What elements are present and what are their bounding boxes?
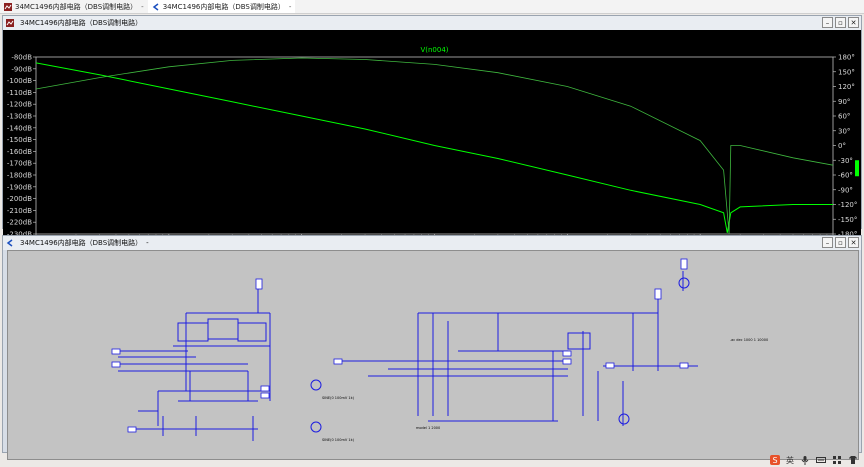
schematic-window-title: 34MC1496内部电路（DBS调制电路）: [20, 239, 143, 247]
shirt-icon[interactable]: [848, 455, 858, 465]
trace-label: V(n004): [420, 46, 448, 54]
close-button[interactable]: ✕: [848, 237, 859, 248]
source-label-1: SINE(0 100mV 1k): [322, 396, 355, 400]
y-right-tick-label: -120°: [838, 201, 857, 209]
sogou-icon[interactable]: S: [770, 455, 780, 465]
y-left-tick-label: -200dB: [7, 195, 32, 203]
schematic-window-close-tab[interactable]: -: [146, 239, 149, 247]
y-left-tick-label: -210dB: [7, 207, 32, 215]
y-left-tick-label: -160dB: [7, 148, 32, 156]
spice-directive[interactable]: .ac dec 1000 1 10000: [730, 338, 768, 342]
y-right-tick-label: 30°: [838, 127, 850, 135]
tab-label: 34MC1496内部电路（DBS调制电路）: [15, 2, 138, 11]
schematic-canvas[interactable]: .ac dec 1000 1 10000 SINE(0 100mV 1k) SI…: [7, 250, 859, 460]
y-right-tick-label: -30°: [838, 157, 853, 165]
y-left-tick-label: -80dB: [11, 54, 32, 62]
y-left-tick-label: -90dB: [11, 65, 32, 73]
document-tab-bar: 34MC1496内部电路（DBS调制电路） - 34MC1496内部电路（DBS…: [0, 0, 864, 14]
y-right-tick-label: -180°: [838, 231, 857, 239]
schematic-window: 34MC1496内部电路（DBS调制电路） - – ▫ ✕: [2, 235, 862, 460]
y-left-tick-label: -140dB: [7, 124, 32, 132]
y-left-tick-label: -220dB: [7, 219, 32, 227]
system-tray: S 英: [738, 453, 864, 467]
grid-icon[interactable]: [832, 455, 842, 465]
minimize-button[interactable]: –: [822, 237, 833, 248]
y-right-tick-label: 90°: [838, 98, 850, 106]
tab-close-button[interactable]: -: [141, 2, 144, 11]
minimize-button[interactable]: –: [822, 17, 833, 28]
y-right-tick-label: -90°: [838, 186, 853, 194]
y-left-tick-label: -170dB: [7, 160, 32, 168]
plot-window-icon: [6, 19, 14, 27]
maximize-button[interactable]: ▫: [835, 237, 846, 248]
y-right-tick-label: 0°: [838, 142, 846, 150]
y-right-tick-label: 150°: [838, 68, 855, 76]
bode-plot[interactable]: -80dB -90dB -100dB -110dB -120dB -130dB -140dB…: [3, 30, 861, 247]
tab-label: 34MC1496内部电路（DBS调制电路）: [162, 2, 285, 11]
ime-language-label[interactable]: 英: [786, 455, 794, 465]
y-left-tick-label: -190dB: [7, 183, 32, 191]
plot-window-titlebar: 34MC1496内部电路（DBS调制电路） – ▫ ✕: [3, 16, 861, 30]
phase-axis-marker: [855, 160, 859, 177]
plot-window: 34MC1496内部电路（DBS调制电路） – ▫ ✕ -80dB-90dB-1…: [2, 15, 862, 247]
magnitude-trace: [35, 62, 833, 233]
schematic-drawing[interactable]: .ac dec 1000 1 10000 SINE(0 100mV 1k) SI…: [8, 251, 858, 459]
y-left-tick-label: -120dB: [7, 101, 32, 109]
ltspice-schematic-icon: [152, 2, 160, 11]
y-left-tick-label: -100dB: [7, 77, 32, 85]
schematic-window-titlebar: 34MC1496内部电路（DBS调制电路） - – ▫ ✕: [3, 236, 861, 250]
y-right-tick-label: -60°: [838, 172, 853, 180]
plot-pane[interactable]: -80dB -90dB -100dB -110dB -120dB -130dB -140dB…: [3, 30, 861, 247]
close-button[interactable]: ✕: [848, 17, 859, 28]
phase-trace: [35, 57, 834, 235]
mic-icon[interactable]: [800, 455, 810, 465]
part-label: model 1 2000: [416, 426, 440, 430]
y-right-tick-label: 120°: [838, 83, 855, 91]
keyboard-icon[interactable]: [816, 455, 826, 465]
y-left-tick-label: -180dB: [7, 172, 32, 180]
ltspice-plot-icon: [4, 2, 12, 11]
tab-close-button[interactable]: -: [288, 2, 292, 11]
plot-window-title: 34MC1496内部电路（DBS调制电路）: [20, 19, 143, 27]
y-right-tick-label: 60°: [838, 113, 850, 121]
y-right-tick-label: -150°: [838, 216, 857, 224]
tab-document-1[interactable]: 34MC1496内部电路（DBS调制电路） -: [0, 0, 148, 13]
y-left-tick-label: -130dB: [7, 113, 32, 121]
svg-text:S: S: [773, 456, 778, 465]
maximize-button[interactable]: ▫: [835, 17, 846, 28]
y-left-tick-label: -150dB: [7, 136, 32, 144]
source-label-2: SINE(0 100mV 1k): [322, 438, 355, 442]
y-right-tick-label: 180°: [838, 54, 855, 62]
y-left-tick-label: -230dB: [7, 231, 32, 239]
schematic-window-icon: [6, 239, 14, 247]
y-left-tick-label: -110dB: [7, 89, 32, 97]
tab-document-2[interactable]: 34MC1496内部电路（DBS调制电路） -: [147, 0, 296, 13]
